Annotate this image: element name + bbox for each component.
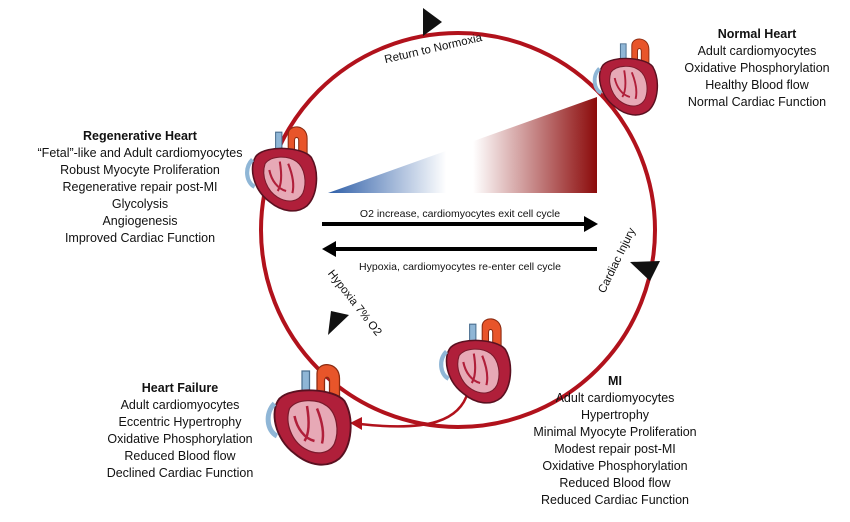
- heart-failure-line: Declined Cardiac Function: [106, 466, 254, 480]
- regenerative-heart-title: Regenerative Heart: [83, 129, 197, 143]
- normal-heart-line: Normal Cardiac Function: [687, 95, 827, 109]
- o2-gradient-triangle: [328, 97, 597, 193]
- normal-heart-line: Oxidative Phosphorylation: [684, 61, 830, 75]
- heart-failure-line: Eccentric Hypertrophy: [118, 415, 242, 429]
- normal-heart-title: Normal Heart: [717, 27, 797, 41]
- mi-line: Reduced Blood flow: [559, 476, 671, 490]
- mi-line: Adult cardiomyocytes: [555, 391, 675, 405]
- regenerative-heart-line: “Fetal”-like and Adult cardiomyocytes: [37, 146, 243, 160]
- hypoxia-arrowhead: [322, 241, 336, 257]
- regenerative-heart-line: Robust Myocyte Proliferation: [60, 163, 220, 177]
- hypoxia-arrow-label: Hypoxia, cardiomyocytes re-enter cell cy…: [359, 261, 561, 273]
- regenerative-heart-line: Improved Cardiac Function: [64, 231, 216, 245]
- o2-increase-arrowhead: [584, 216, 598, 232]
- mi-line: Minimal Myocyte Proliferation: [533, 425, 697, 439]
- heart-failure-line: Adult cardiomyocytes: [120, 398, 240, 412]
- mi-to-failure-arrowhead: [350, 417, 362, 430]
- mi-line: Modest repair post-MI: [554, 442, 676, 456]
- heart-failure-line: Oxidative Phosphorylation: [107, 432, 253, 446]
- mi-to-failure-arrow: [359, 391, 470, 428]
- normal-heart-icon: [592, 37, 660, 117]
- heart-failure-block: Heart Failure Adult cardiomyocytes Eccen…: [75, 380, 285, 482]
- mi-line: Hypertrophy: [580, 408, 650, 422]
- regenerative-heart-block: Regenerative Heart “Fetal”-like and Adul…: [5, 128, 275, 247]
- mi-title: MI: [608, 374, 622, 388]
- mi-block: MI Adult cardiomyocytes Hypertrophy Mini…: [505, 373, 725, 509]
- cycle-arrowhead-left: [328, 311, 349, 335]
- cardiac-injury-label: Cardiac Injury: [596, 226, 638, 295]
- normal-heart-line: Healthy Blood flow: [705, 78, 809, 92]
- return-to-normoxia-label: Return to Normoxia: [383, 32, 483, 66]
- mi-line: Oxidative Phosphorylation: [542, 459, 688, 473]
- heart-failure-title: Heart Failure: [141, 381, 219, 395]
- cycle-arrowhead-top: [423, 8, 442, 36]
- mi-heart-icon: [441, 319, 510, 403]
- regenerative-heart-line: Glycolysis: [111, 197, 169, 211]
- normal-heart-block: Normal Heart Adult cardiomyocytes Oxidat…: [662, 26, 850, 111]
- o2-increase-label: O2 increase, cardiomyocytes exit cell cy…: [360, 208, 560, 220]
- cycle-circle: [259, 31, 657, 429]
- mi-line: Reduced Cardiac Function: [541, 493, 689, 507]
- normal-heart-line: Adult cardiomyocytes: [697, 44, 817, 58]
- regenerative-heart-line: Regenerative repair post-MI: [62, 180, 218, 194]
- cycle-arrowhead-right: [630, 261, 660, 281]
- regenerative-heart-line: Angiogenesis: [102, 214, 178, 228]
- heart-failure-line: Reduced Blood flow: [124, 449, 236, 463]
